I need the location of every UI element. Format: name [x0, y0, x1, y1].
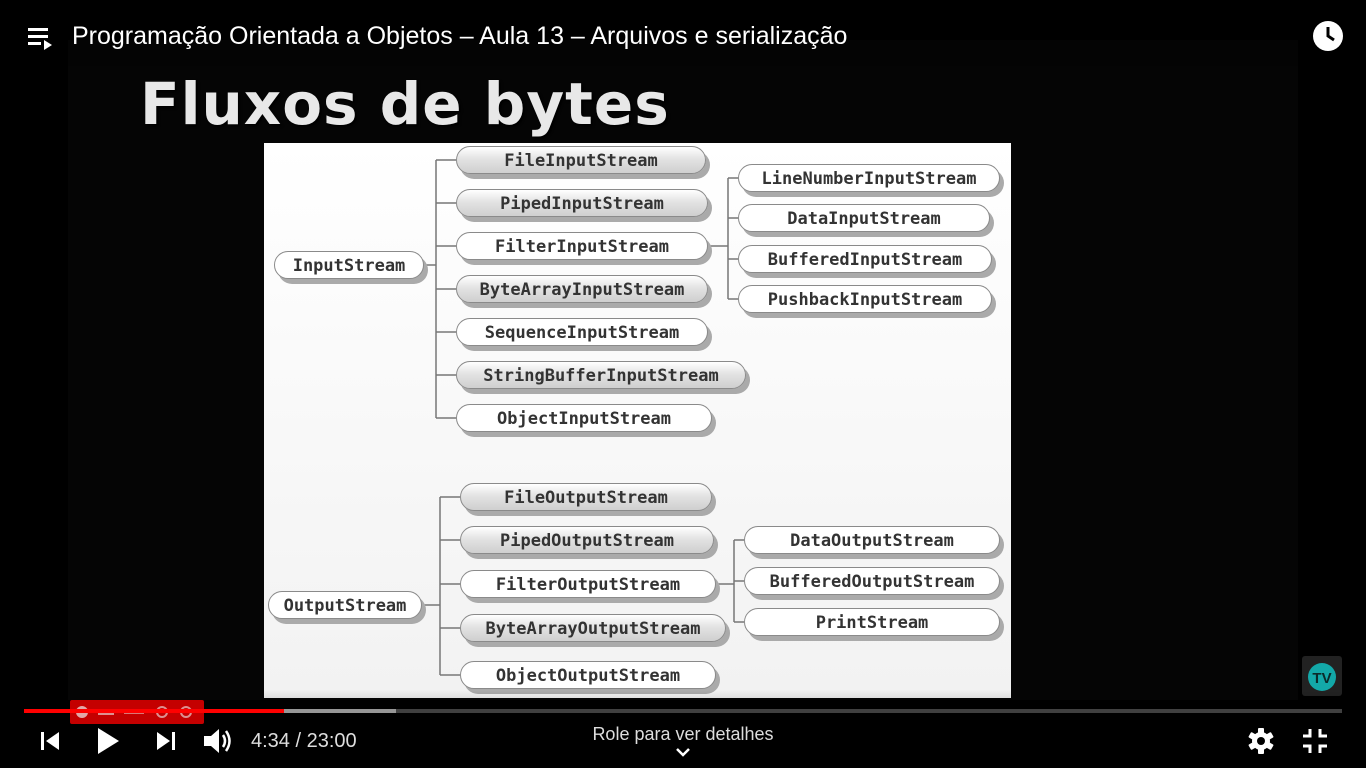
node-linenumberinputstream: LineNumberInputStream — [738, 164, 1000, 192]
progress-bar[interactable] — [24, 709, 1342, 713]
skip-previous-icon[interactable] — [38, 729, 62, 758]
node-filteroutputstream: FilterOutputStream — [460, 570, 716, 598]
node-sequenceinputstream: SequenceInputStream — [456, 318, 708, 346]
play-icon[interactable] — [94, 726, 122, 761]
clock-icon[interactable] — [1312, 20, 1344, 52]
node-bytearrayinputstream: ByteArrayInputStream — [456, 275, 708, 303]
node-outputstream: OutputStream — [268, 591, 422, 619]
node-objectoutputstream: ObjectOutputStream — [460, 661, 716, 689]
node-dataoutputstream: DataOutputStream — [744, 526, 1000, 554]
node-objectinputstream: ObjectInputStream — [456, 404, 712, 432]
scroll-hint-label: Role para ver detalhes — [592, 724, 774, 744]
node-printstream: PrintStream — [744, 608, 1000, 636]
class-hierarchy-diagram: InputStream FileInputStream PipedInputSt… — [264, 143, 1011, 698]
connector-lines — [422, 159, 744, 676]
scroll-hint[interactable]: Role para ver detalhes — [583, 724, 783, 757]
exit-fullscreen-icon[interactable] — [1302, 728, 1328, 759]
node-pipedoutputstream: PipedOutputStream — [460, 526, 714, 554]
channel-logo[interactable]: TV — [1302, 656, 1342, 696]
progress-played — [24, 709, 284, 713]
svg-text:TV: TV — [1312, 670, 1331, 687]
node-bytearrayoutputstream: ByteArrayOutputStream — [460, 614, 726, 642]
video-title[interactable]: Programação Orientada a Objetos – Aula 1… — [72, 22, 848, 50]
top-bar: Programação Orientada a Objetos – Aula 1… — [0, 0, 1366, 80]
node-pipedinputstream: PipedInputStream — [456, 189, 708, 217]
node-bufferedoutputstream: BufferedOutputStream — [744, 567, 1000, 595]
node-stringbufferinputstream: StringBufferInputStream — [456, 361, 746, 389]
slide-title: Fluxos de bytes — [140, 70, 670, 138]
node-filterinputstream: FilterInputStream — [456, 232, 708, 260]
node-datainputstream: DataInputStream — [738, 204, 990, 232]
gear-icon[interactable] — [1246, 726, 1276, 761]
skip-next-icon[interactable] — [154, 729, 178, 758]
tv-logo-icon: TV — [1308, 663, 1336, 691]
node-pushbackinputstream: PushbackInputStream — [738, 285, 992, 313]
node-bufferedinputstream: BufferedInputStream — [738, 245, 992, 273]
node-inputstream: InputStream — [274, 251, 424, 279]
node-fileinputstream: FileInputStream — [456, 146, 706, 174]
playlist-icon[interactable] — [26, 24, 56, 52]
chevron-down-icon — [676, 748, 690, 757]
time-display: 4:34 / 23:00 — [251, 730, 357, 752]
node-fileoutputstream: FileOutputStream — [460, 483, 712, 511]
volume-icon[interactable] — [202, 726, 234, 761]
